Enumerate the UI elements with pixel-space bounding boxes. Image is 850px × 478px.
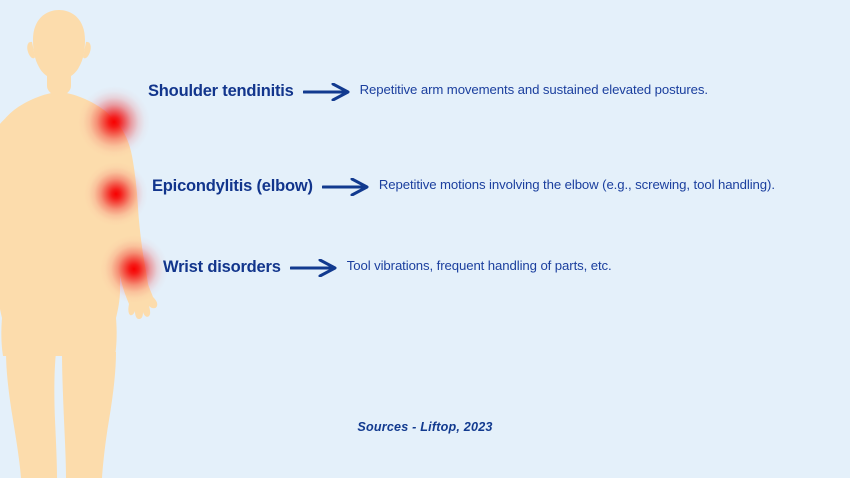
callout-row-shoulder-tendinitis: Shoulder tendinitis Repetitive arm movem… <box>148 80 708 102</box>
callout-description: Repetitive motions involving the elbow (… <box>378 177 775 192</box>
callout-label: Shoulder tendinitis <box>148 82 294 100</box>
callout-row-wrist-disorders: Wrist disorders Tool vibrations, frequen… <box>163 256 612 278</box>
source-note: Sources - Liftop, 2023 <box>357 420 493 434</box>
callout-label: Wrist disorders <box>163 258 281 276</box>
callout-description: Tool vibrations, frequent handling of pa… <box>346 258 612 273</box>
arrow-right-icon <box>321 175 370 196</box>
callout-label: Epicondylitis (elbow) <box>152 177 313 195</box>
arrow-right-icon <box>302 80 351 101</box>
callout-description: Repetitive arm movements and sustained e… <box>359 82 708 97</box>
human-body-silhouette <box>0 10 158 478</box>
callout-row-epicondylitis: Epicondylitis (elbow) Repetitive motions… <box>152 175 775 197</box>
arrow-right-icon <box>289 256 338 277</box>
